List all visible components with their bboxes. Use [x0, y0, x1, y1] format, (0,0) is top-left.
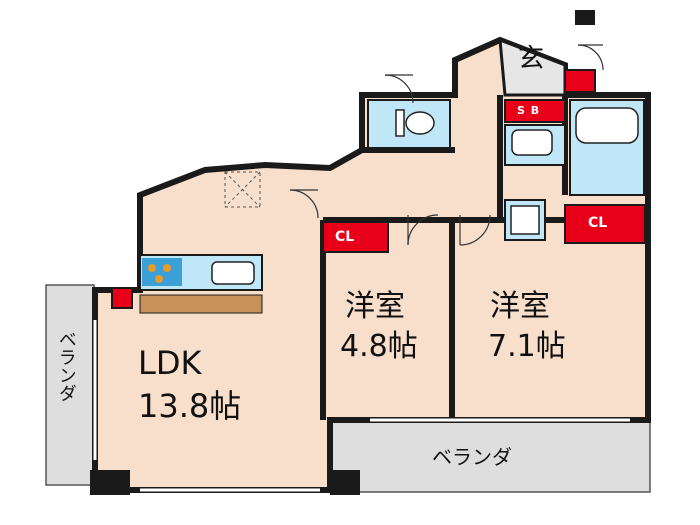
shoe-box — [504, 99, 566, 123]
balcony-bottom — [329, 419, 651, 493]
balcony-left-label: ベランダ — [55, 330, 77, 402]
windows — [93, 320, 630, 492]
closet-left — [322, 221, 389, 253]
storage-block-ldk — [111, 287, 133, 309]
storage-block-genkan — [564, 69, 596, 93]
refrigerator-space — [224, 171, 261, 208]
room2-name: 洋室 — [490, 289, 550, 324]
genkan-label: 玄 — [518, 44, 545, 74]
shoe-box-label: S B — [517, 104, 541, 117]
balcony-bottom-label: ベランダ — [432, 445, 512, 469]
balcony-left — [45, 284, 95, 486]
toilet-icon — [395, 109, 435, 137]
room1-size: 4.8帖 — [340, 329, 418, 364]
sink-icon — [211, 261, 255, 285]
cooktop-icon — [142, 258, 182, 286]
wall-blocks — [90, 10, 595, 495]
bathtub-icon — [575, 107, 639, 144]
closet-right-label: CL — [588, 215, 608, 231]
washing-machine-icon — [510, 205, 540, 235]
counter-top — [139, 294, 263, 314]
washbasin-icon — [511, 129, 553, 156]
door-swings — [289, 44, 604, 246]
ldk-size: 13.8帖 — [138, 387, 242, 425]
burner-icon — [148, 264, 171, 283]
room2-size: 7.1帖 — [488, 329, 566, 364]
closet-left-label: CL — [335, 229, 355, 245]
ldk-name: LDK — [138, 344, 202, 382]
closet-right — [564, 204, 646, 244]
room1-name: 洋室 — [345, 289, 405, 324]
